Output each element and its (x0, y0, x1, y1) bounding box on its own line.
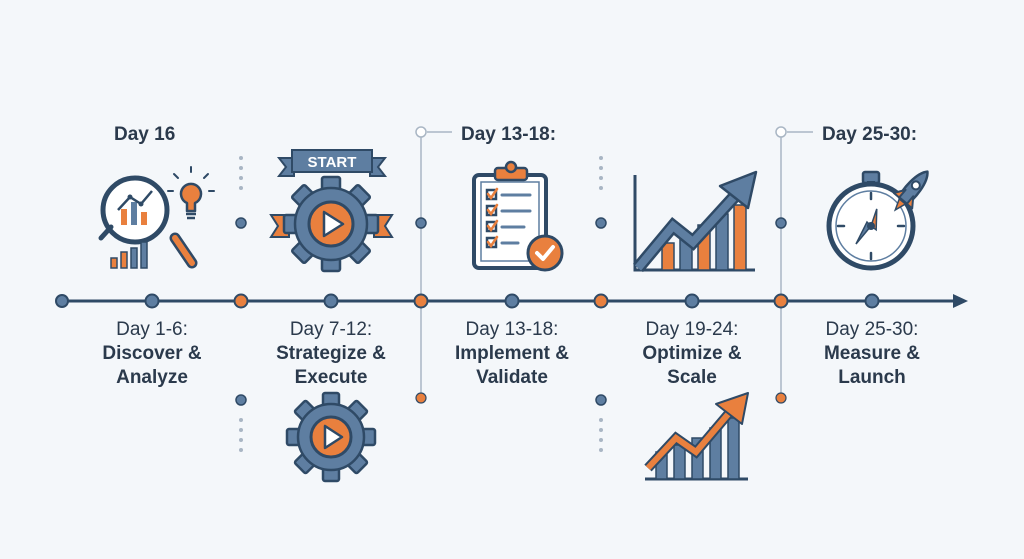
clipboard-checklist-icon (472, 160, 564, 272)
phase-days: Day 1-6: (116, 319, 188, 340)
top-label-5: Day 25-30: (822, 124, 918, 145)
phase-days: Day 7-12: (289, 319, 373, 340)
phase-nodes (144, 293, 880, 309)
growth-chart-icon (633, 170, 758, 273)
start-gear-icon: START (269, 149, 394, 273)
phase-label-5: Day 25-30: Measure & Launch (792, 318, 952, 390)
phase-node-3 (504, 293, 520, 309)
phase-separators (233, 126, 813, 452)
phase-label-1: Day 1-6: Discover & Analyze (72, 318, 232, 390)
phase-name: Implement & Validate (454, 343, 570, 388)
phase-name: Optimize & Scale (642, 343, 742, 388)
phase-days: Day 25-30: (825, 319, 919, 340)
gear-play-icon (285, 391, 377, 483)
phase-label-2: Day 7-12: Strategize & Execute (251, 318, 411, 390)
top-label-1: Day 16 (114, 124, 176, 145)
phase-node-1 (144, 293, 160, 309)
growth-chart-icon-lower (644, 392, 749, 481)
magnifier-chart-bulb-icon (98, 166, 215, 269)
phase-days: Day 19-24: (645, 319, 739, 340)
phase-name: Measure & Launch (823, 343, 921, 388)
stopwatch-rocket-icon (826, 170, 929, 271)
phase-node-2 (323, 293, 339, 309)
top-label-3: Day 13-18: (461, 124, 557, 145)
phase-node-4 (684, 293, 700, 309)
phase-days: Day 13-18: (465, 319, 559, 340)
phase-name: Strategize & Execute (276, 343, 386, 388)
phase-label-4: Day 19-24: Optimize & Scale (612, 318, 772, 390)
start-banner-text: START (308, 154, 357, 171)
phase-name: Discover & Analyze (102, 343, 202, 388)
phase-label-3: Day 13-18: Implement & Validate (432, 318, 592, 390)
phase-node-5 (864, 293, 880, 309)
